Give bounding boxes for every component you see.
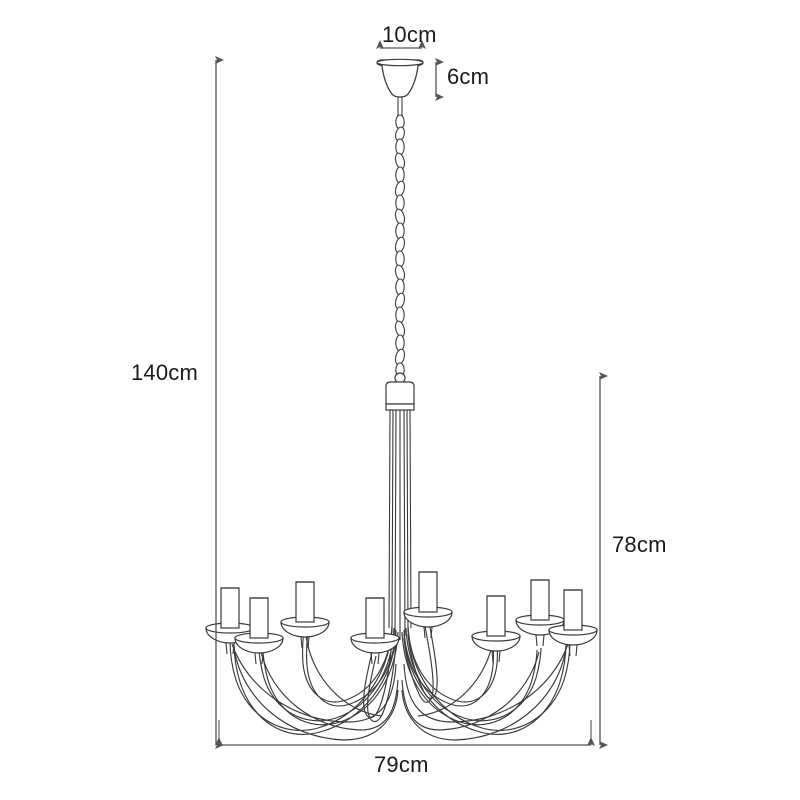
- dimension-label-canopy-width: 10cm: [382, 22, 437, 47]
- central-column: [388, 409, 412, 640]
- candle-arm-6: [471, 595, 521, 663]
- candle-arm-3: [280, 581, 330, 649]
- suspension-chain: [394, 114, 406, 378]
- top-finial: [385, 372, 415, 411]
- dimension-label-total-height: 140cm: [131, 360, 199, 385]
- candle-arms-group: [205, 571, 598, 665]
- dimension-line-fixture-width: [215, 720, 595, 746]
- dimension-label-canopy-height: 6cm: [447, 64, 490, 89]
- ceiling-canopy: [376, 58, 424, 116]
- dimension-label-fixture-height: 78cm: [612, 532, 667, 557]
- dimension-label-fixture-width: 79cm: [374, 752, 429, 777]
